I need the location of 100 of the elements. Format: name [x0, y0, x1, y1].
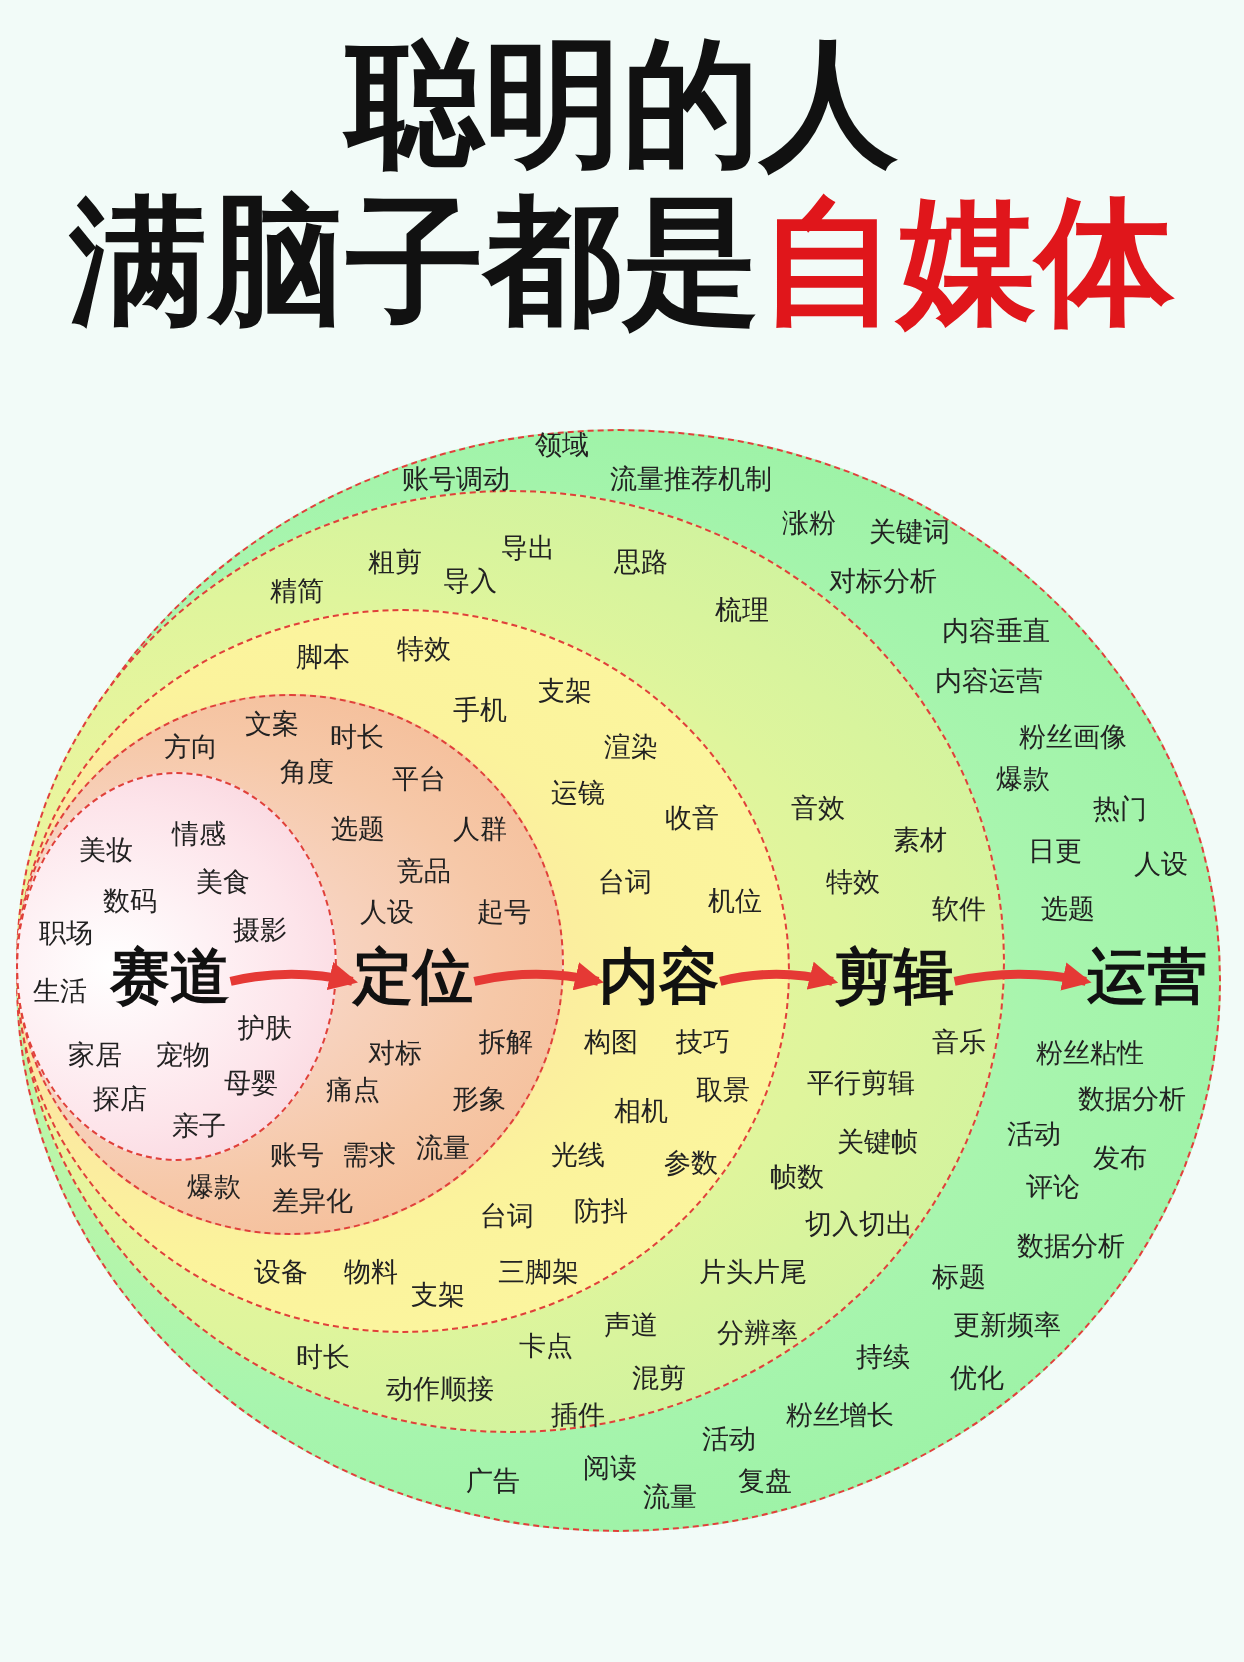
keyword: 收音 — [665, 801, 720, 836]
keyword: 探店 — [92, 1082, 147, 1117]
keyword: 脚本 — [296, 640, 351, 675]
keyword: 设备 — [253, 1255, 308, 1289]
keyword: 涨粉 — [781, 505, 836, 540]
keyword: 持续 — [855, 1339, 910, 1374]
keyword: 插件 — [550, 1398, 605, 1433]
keyword: 活动 — [1006, 1117, 1061, 1152]
keyword: 动作顺接 — [385, 1371, 494, 1406]
keyword: 账号调动 — [401, 462, 510, 497]
keyword: 片头片尾 — [698, 1255, 807, 1289]
keyword: 软件 — [932, 892, 987, 927]
keyword: 护肤 — [238, 1011, 292, 1046]
keyword: 参数 — [664, 1145, 719, 1180]
keyword: 选题 — [331, 811, 386, 846]
keyword: 台词 — [598, 864, 653, 899]
keyword: 优化 — [950, 1361, 1005, 1395]
stage-heading: 运营 — [1086, 936, 1207, 1018]
keyword: 支架 — [410, 1278, 465, 1313]
keyword: 领域 — [534, 428, 589, 463]
keyword: 内容垂直 — [942, 613, 1051, 648]
keyword: 音效 — [791, 790, 846, 825]
keyword: 方向 — [163, 730, 218, 765]
keyword: 取景 — [695, 1072, 750, 1107]
keyword: 特效 — [826, 864, 881, 899]
keyword: 机位 — [707, 884, 762, 918]
keyword: 发布 — [1093, 1140, 1148, 1175]
keyword: 家居 — [68, 1037, 123, 1072]
keyword: 更新频率 — [953, 1308, 1061, 1342]
keyword: 内容运营 — [934, 663, 1043, 698]
keyword: 构图 — [583, 1024, 638, 1059]
keyword: 热门 — [1093, 791, 1148, 826]
stage-heading: 赛道 — [109, 936, 230, 1018]
keyword: 特效 — [397, 631, 451, 666]
keyword: 数据分析 — [1016, 1228, 1125, 1263]
stage-heading: 剪辑 — [833, 936, 954, 1018]
keyword: 竞品 — [397, 854, 451, 889]
keyword: 爆款 — [995, 762, 1050, 797]
keyword: 物料 — [344, 1255, 398, 1289]
keyword: 时长 — [330, 719, 385, 754]
keyword: 人设 — [359, 894, 414, 929]
keyword: 数码 — [103, 884, 158, 918]
keyword: 梳理 — [715, 592, 769, 627]
keyword: 精简 — [269, 574, 324, 609]
keyword: 声道 — [603, 1308, 658, 1342]
stage-heading: 定位 — [353, 936, 474, 1018]
keyword: 素材 — [893, 822, 948, 857]
keyword: 数据分析 — [1078, 1082, 1187, 1117]
keyword: 手机 — [453, 693, 508, 728]
keyword: 平台 — [391, 762, 446, 797]
keyword: 广告 — [465, 1463, 520, 1498]
keyword: 差异化 — [272, 1183, 354, 1218]
keyword: 选题 — [1041, 892, 1096, 927]
keyword: 母婴 — [224, 1066, 279, 1101]
keyword: 混剪 — [632, 1361, 687, 1395]
keyword: 评论 — [1025, 1170, 1080, 1205]
keyword: 相机 — [614, 1093, 669, 1128]
keyword: 痛点 — [325, 1072, 380, 1107]
keyword: 粉丝画像 — [1018, 719, 1127, 754]
keyword: 起号 — [476, 894, 531, 929]
keyword: 导入 — [442, 563, 497, 598]
keyword: 卡点 — [518, 1329, 573, 1364]
keyword: 职场 — [38, 915, 93, 950]
keyword: 日更 — [1027, 834, 1082, 869]
arrow — [473, 962, 604, 991]
keyword: 粉丝增长 — [785, 1398, 894, 1433]
keyword: 运镜 — [550, 775, 605, 810]
keyword: 阅读 — [582, 1451, 637, 1486]
keyword: 文案 — [245, 706, 300, 741]
keyword: 分辨率 — [717, 1316, 799, 1351]
arrow — [229, 962, 359, 991]
keyword: 流量 — [416, 1130, 471, 1165]
keyword: 宠物 — [156, 1037, 211, 1072]
keyword: 音乐 — [932, 1024, 987, 1059]
keyword: 支架 — [537, 674, 592, 709]
keyword: 账号 — [269, 1138, 324, 1173]
keyword: 三脚架 — [497, 1255, 579, 1289]
keyword: 时长 — [296, 1339, 351, 1374]
keyword: 防抖 — [574, 1193, 628, 1228]
keyword: 复盘 — [738, 1463, 793, 1498]
keyword: 美食 — [195, 864, 250, 899]
keyword: 流量 — [642, 1479, 697, 1514]
keyword: 人群 — [453, 811, 508, 846]
keyword: 情感 — [172, 817, 227, 852]
keyword: 帧数 — [770, 1159, 825, 1194]
keyword: 需求 — [341, 1138, 396, 1173]
title: 聪明的人满脑子都是自媒体 — [68, 25, 1176, 341]
keyword: 流量推荐机制 — [610, 462, 773, 497]
keyword: 粉丝粘性 — [1035, 1035, 1144, 1070]
keyword: 思路 — [614, 544, 669, 579]
keyword: 对标分析 — [828, 563, 937, 598]
keyword: 渲染 — [603, 730, 658, 765]
keyword: 美妆 — [79, 833, 133, 868]
keyword: 台词 — [479, 1198, 534, 1233]
keyword: 对标 — [368, 1035, 423, 1070]
keyword: 人设 — [1133, 846, 1188, 881]
keyword: 拆解 — [478, 1024, 533, 1059]
keyword: 平行剪辑 — [806, 1066, 915, 1101]
keyword: 粗剪 — [368, 544, 423, 579]
keyword: 爆款 — [187, 1170, 242, 1205]
